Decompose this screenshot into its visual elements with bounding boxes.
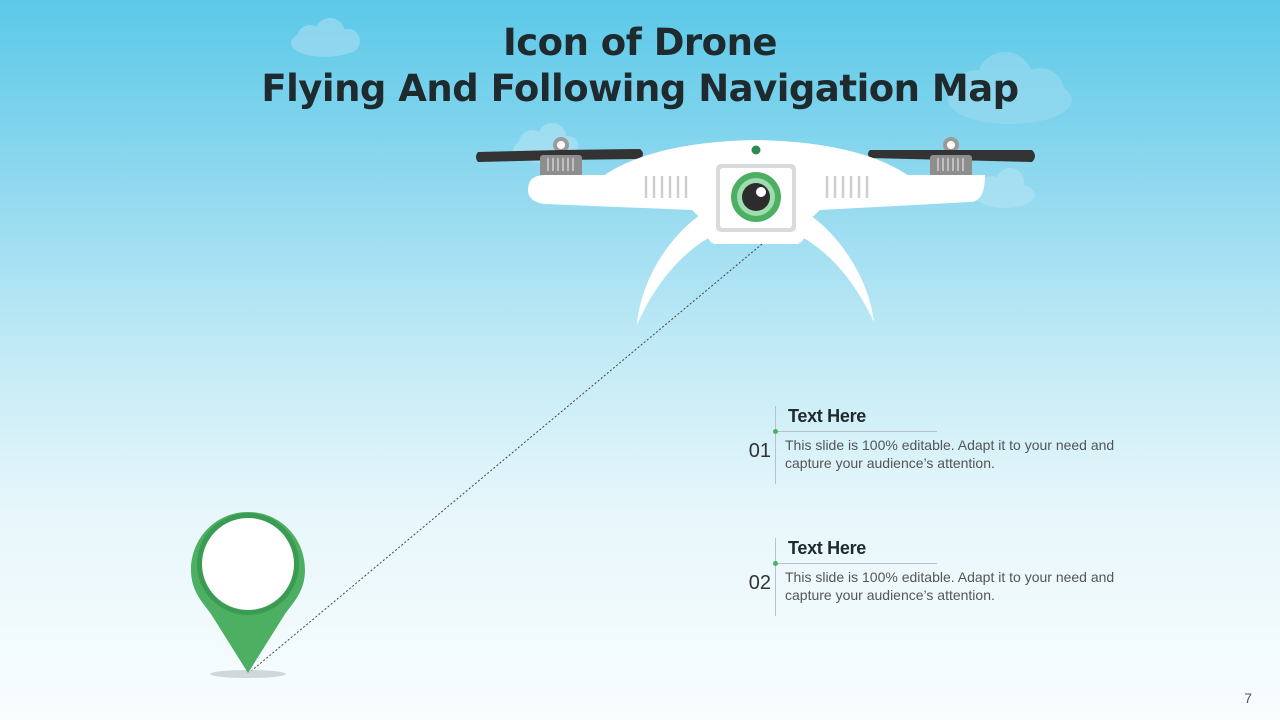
bullet-dot: [773, 429, 778, 434]
divider: [775, 538, 776, 616]
item-description: This slide is 100% editable. Adapt it to…: [785, 437, 1115, 471]
propeller-icon: [868, 137, 1035, 177]
cloud-icon: [291, 18, 360, 57]
item-heading: Text Here: [788, 538, 867, 558]
title-line-2: Flying And Following Navigation Map: [261, 67, 1019, 110]
list-item: 01 Text Here This slide is 100% editable…: [735, 406, 1155, 486]
tether-line: [249, 243, 763, 673]
divider: [775, 406, 776, 484]
divider: [775, 563, 937, 564]
cloud-icon: [948, 52, 1072, 124]
list-item: 02 Text Here This slide is 100% editable…: [735, 538, 1155, 618]
item-description: This slide is 100% editable. Adapt it to…: [785, 569, 1115, 603]
bullet-dot: [773, 561, 778, 566]
item-number: 02: [748, 572, 771, 594]
title-line-1: Icon of Drone: [502, 21, 778, 64]
map-pin-icon: [191, 512, 305, 678]
page-number: 7: [1244, 690, 1252, 706]
item-heading: Text Here: [788, 406, 867, 426]
cloud-icon: [975, 168, 1035, 208]
propeller-icon: [476, 137, 643, 177]
drone-icon: [476, 137, 1035, 325]
page-title: Icon of Drone Flying And Following Navig…: [0, 20, 1280, 112]
divider: [775, 431, 937, 432]
item-number: 01: [748, 440, 771, 462]
camera-lens-icon: [708, 158, 804, 244]
